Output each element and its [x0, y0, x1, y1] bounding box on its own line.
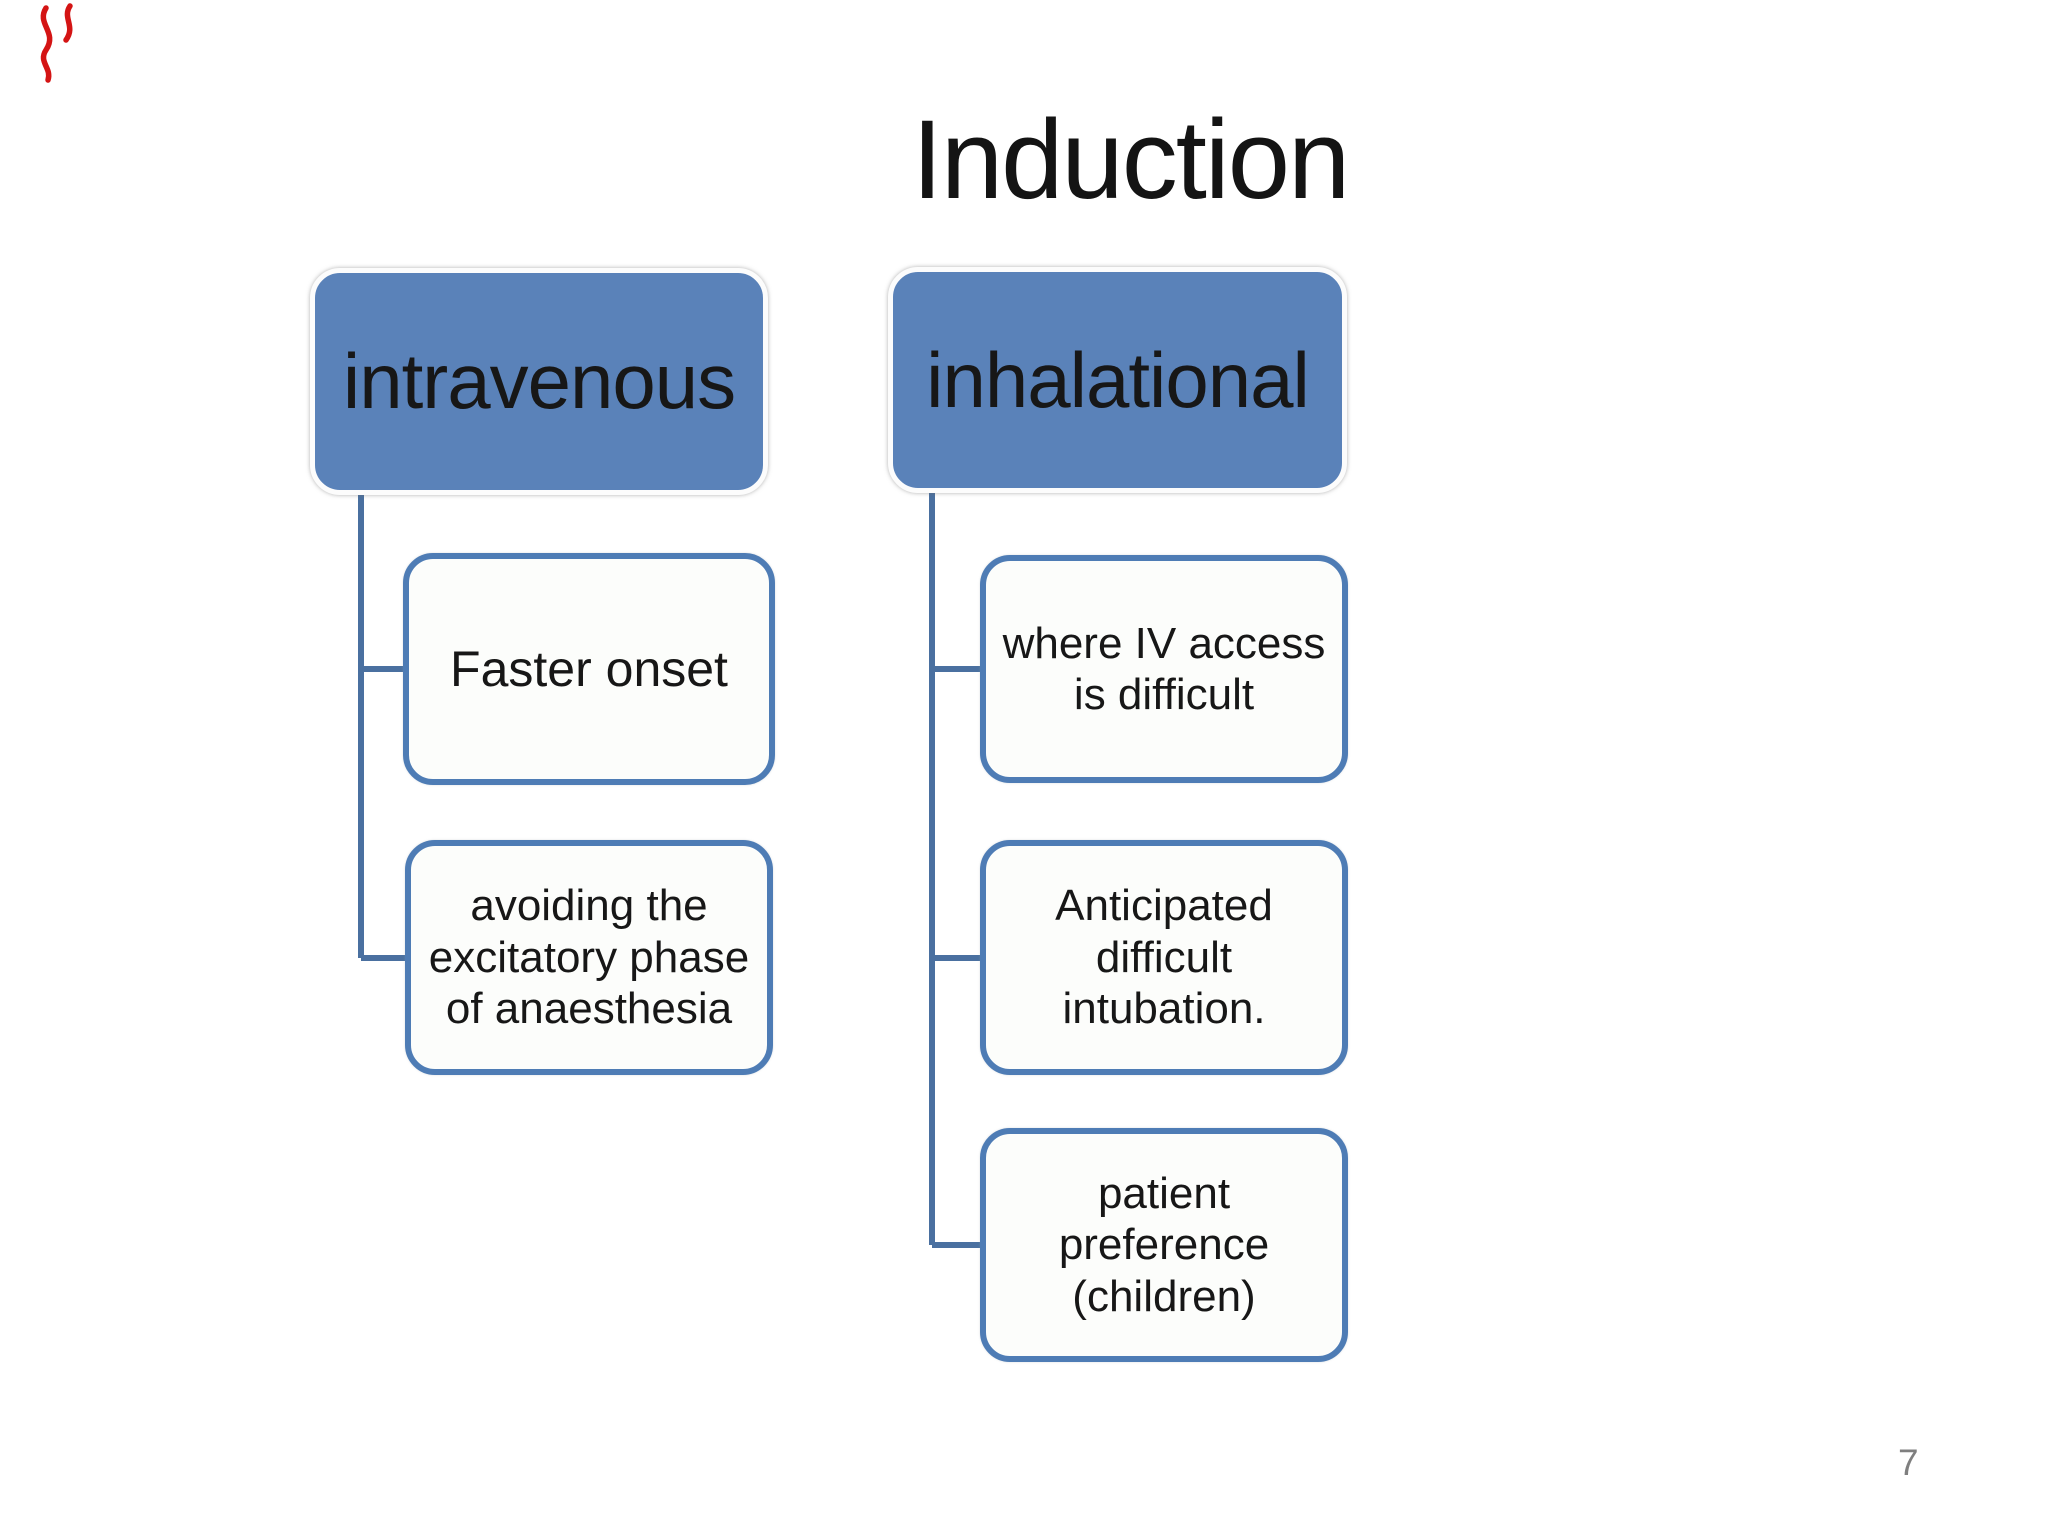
red-pen-scribble-icon [40, 3, 73, 83]
page-number: 7 [1898, 1442, 1919, 1483]
node-avoiding-excitatory-phase: avoiding the excitatory phase of anaesth… [405, 840, 773, 1075]
node-faster-onset: Faster onset [403, 553, 775, 785]
node-intravenous: intravenous [310, 268, 768, 495]
node-inhalational: inhalational [888, 267, 1347, 493]
node-where-iv-access-difficult: where IV access is difficult [980, 555, 1348, 783]
node-anticipated-difficult-intubation: Anticipated difficult intubation. [980, 840, 1348, 1075]
node-patient-preference-children: patient preference (children) [980, 1128, 1348, 1362]
slide-title: Induction [911, 97, 1351, 222]
